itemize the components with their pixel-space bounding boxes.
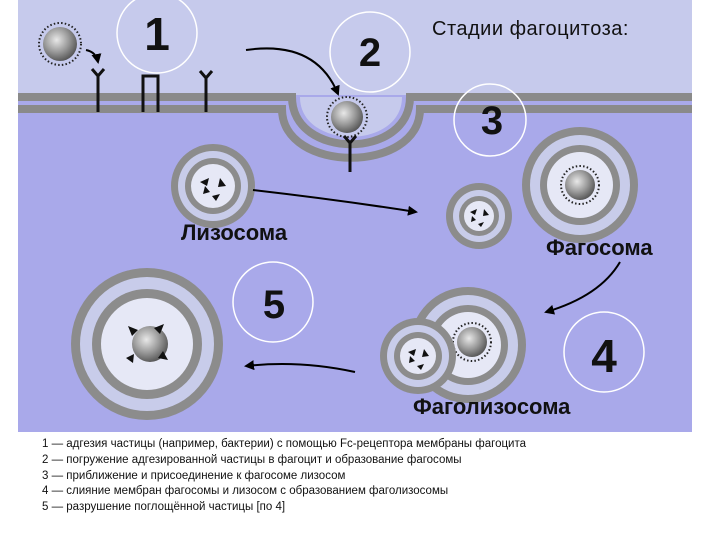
residual-body-vesicle — [71, 268, 223, 420]
stage-number-2: 2 — [359, 31, 381, 75]
stage-number-3: 3 — [481, 99, 503, 143]
legend-item: 5 — разрушение поглощённой частицы [по 4… — [42, 501, 286, 514]
lysosome-approaching — [446, 183, 512, 249]
stage-2-particle — [326, 96, 368, 138]
arrow-5 — [244, 360, 356, 373]
stage-number-5: 5 — [263, 283, 285, 327]
phagolysosome-vesicle — [380, 287, 526, 403]
arrow-2 — [245, 47, 340, 96]
stage-number-1: 1 — [144, 8, 170, 60]
arrow-4 — [544, 261, 621, 315]
extracellular-space — [18, 0, 692, 95]
label-phagosome: Фагосома — [546, 235, 653, 260]
stage-5-circle — [232, 261, 314, 343]
stage-1-circle — [116, 0, 198, 74]
legend-item: 4 — слияние мембран фагосомы и лизосом с… — [42, 485, 449, 498]
fc-receptors — [90, 68, 214, 112]
arrow-3 — [252, 189, 418, 216]
legend-item: 2 — погружение адгезированной частицы в … — [42, 453, 462, 466]
legend: 1 — адгезия частицы (например, бактерии)… — [42, 437, 702, 516]
legend-item: 1 — адгезия частицы (например, бактерии)… — [42, 438, 527, 450]
lysosome-vesicle — [171, 144, 255, 228]
label-lysosome: Лизосома — [181, 220, 288, 245]
stage-3-circle — [453, 83, 527, 157]
stage-number-4: 4 — [591, 330, 617, 382]
receptor-bound — [342, 135, 358, 172]
label-phagolysosome: Фаголизосома — [413, 394, 571, 419]
stage-2-circle — [329, 11, 411, 93]
slide-title: Стадии фагоцитоза: — [432, 18, 629, 40]
arrow-1 — [85, 49, 102, 64]
stage-4-circle — [563, 311, 645, 393]
phagosome-vesicle — [522, 127, 638, 243]
legend-item: 3 — приближение и присоединение к фагосо… — [42, 469, 346, 482]
stage-1-particle — [38, 22, 82, 66]
